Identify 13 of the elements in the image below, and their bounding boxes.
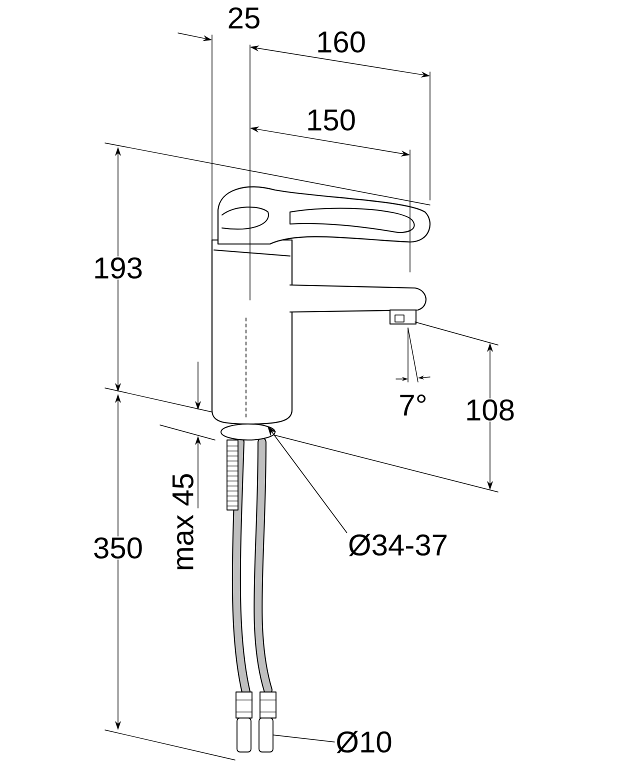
mounting-ring <box>220 424 276 440</box>
angle-label: 7° <box>398 394 428 416</box>
dimension-label: 160 <box>314 30 368 54</box>
dimension-label: Ø34-37 <box>349 534 447 556</box>
hose-end <box>258 718 274 752</box>
dimension-label: 150 <box>304 108 358 132</box>
dimension-label: Ø10 <box>336 730 392 754</box>
dimension-label: 193 <box>92 256 144 280</box>
dimension-label: 108 <box>464 398 516 422</box>
dimension-label: 25 <box>226 6 262 30</box>
dimension-label: max 45 <box>172 472 194 572</box>
leader-line <box>273 734 335 742</box>
dimension-label: 350 <box>92 536 144 560</box>
